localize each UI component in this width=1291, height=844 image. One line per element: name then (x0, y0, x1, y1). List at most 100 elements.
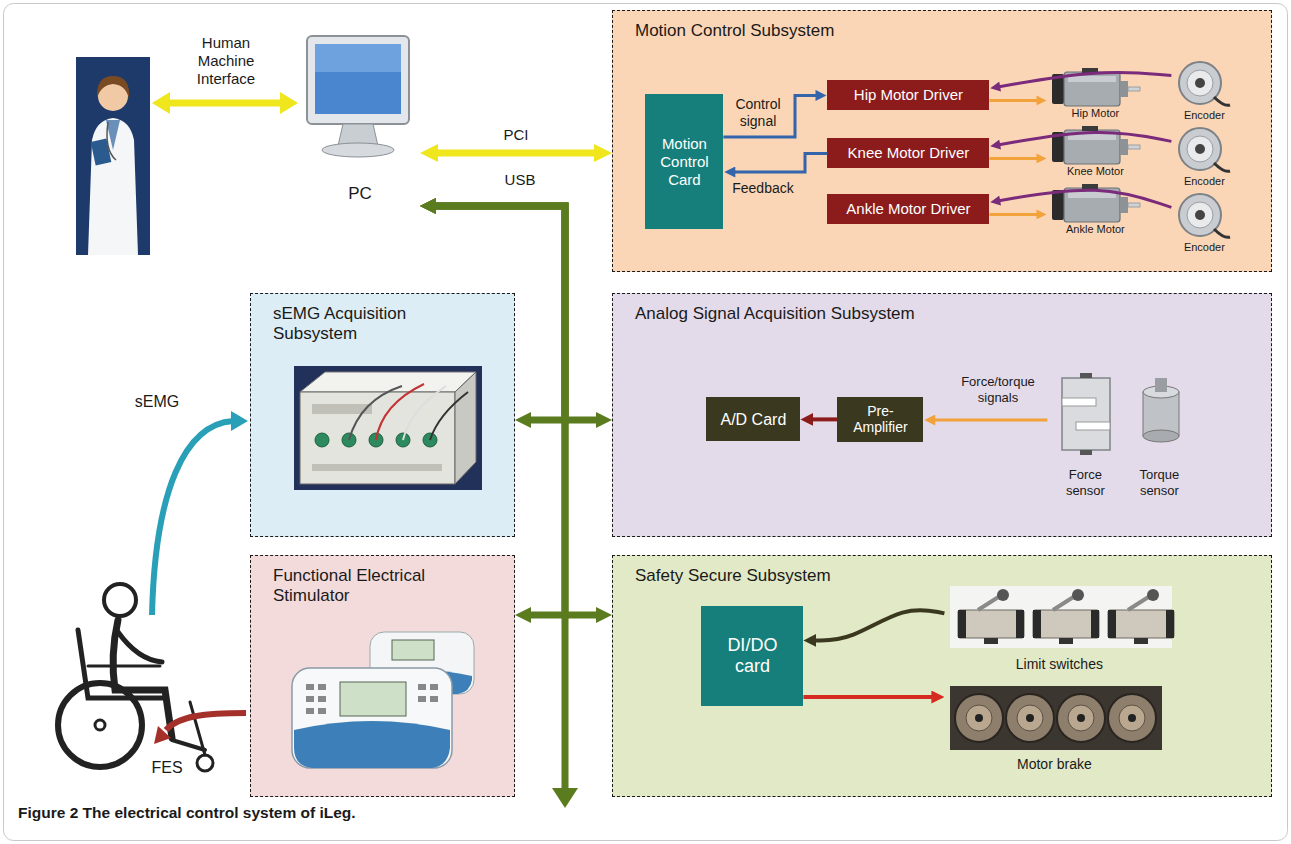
node-label: Ankle Motor Driver (846, 200, 970, 218)
motor-brake-pictures (950, 686, 1162, 750)
patient-in-wheelchair (197, 755, 213, 771)
fes-device-photo (340, 682, 406, 716)
subsystem-panel: Safety Secure SubsystemDI/DO card Limit s… (612, 555, 1272, 797)
node-label: Torque sensor (1129, 467, 1189, 498)
semg-device-photo (349, 386, 402, 440)
monitor-icon (307, 36, 409, 157)
hmi-double-arrow (280, 92, 298, 114)
patient-in-wheelchair (58, 683, 142, 767)
motor-brake-pictures (1006, 694, 1054, 742)
motor-icon: Hip Motor (1047, 63, 1143, 121)
sensor-pictures (1062, 398, 1096, 406)
patient-in-wheelchair (78, 630, 165, 698)
encoder-pictures (1179, 62, 1230, 237)
switch-icon: Limit switches (944, 583, 1174, 673)
motor-pictures (1052, 68, 1140, 222)
semg-device-photo (315, 433, 329, 447)
fes-device-photo (430, 684, 438, 690)
label-holder: USB (492, 171, 548, 189)
encoder-icon: Encoder (1171, 189, 1237, 255)
node-label: Knee Motor Driver (848, 144, 970, 162)
patient-in-wheelchair (104, 584, 136, 616)
limit-switch-pictures (950, 586, 1172, 648)
fes-device-photo (292, 632, 474, 768)
subsystem-panel: Functional Electrical Stimulator (250, 555, 515, 797)
panel-heading: Functional Electrical Stimulator (273, 566, 473, 607)
subsystem-panel: sEMG Acquisition Subsystem (250, 293, 515, 537)
node-label: Ankle Motor (1066, 223, 1125, 236)
signal-label: USB (492, 171, 548, 189)
encoder-icon: Encoder (1171, 57, 1237, 123)
doctor-figure (97, 76, 129, 99)
doctor-figure (106, 120, 120, 150)
doctor-figure (98, 81, 128, 111)
label-holder: sEMG (128, 392, 186, 411)
hmi-double-arrow (166, 100, 284, 107)
motor-pictures (1052, 68, 1140, 106)
fes-device-photo (292, 668, 452, 768)
card-box: DI/DO card (701, 606, 803, 706)
node-label: Encoder (1184, 175, 1225, 188)
fes-device-photo (370, 632, 474, 694)
semg-device-photo (396, 433, 410, 447)
motor-pictures (1052, 184, 1140, 222)
usb-bus-tail (552, 612, 578, 808)
limit-switch-pictures (950, 586, 1174, 648)
patient-in-wheelchair (88, 665, 160, 668)
subsystem-panel: Motion Control SubsystemMotion Control C… (612, 10, 1272, 272)
edge-label: Feedback (722, 180, 804, 197)
semg-signal-arrow (231, 411, 248, 431)
figure-frame (4, 4, 1288, 841)
card-box: Motion Control Card (645, 94, 723, 229)
fes-device-photo (294, 721, 450, 768)
panel-heading: Analog Signal Acquisition Subsystem (635, 304, 1055, 324)
motor-icon: Knee Motor (1047, 121, 1143, 179)
panel-heading: Safety Secure Subsystem (635, 566, 1055, 586)
motor-brake-pictures (1108, 694, 1156, 742)
sensor-pictures (1080, 450, 1092, 455)
hmi-double-arrow (152, 92, 298, 114)
panel-heading: Motion Control Subsystem (635, 21, 1055, 41)
fes-device-photo (418, 696, 426, 702)
doctor-figure (88, 118, 138, 255)
semg-device-photo (294, 366, 482, 490)
limit-switch-pictures (1033, 589, 1099, 644)
node-label: Hip Motor Driver (854, 86, 963, 104)
node-label: Knee Motor (1067, 165, 1124, 178)
sensor-icon: Force sensor (1047, 371, 1123, 499)
fes-signal-arrow (154, 713, 246, 744)
node-label: PC (348, 184, 372, 204)
sensor-pictures (1155, 378, 1167, 392)
fes-device-photo (306, 708, 314, 714)
figure-caption: Figure 2 The electrical control system o… (18, 804, 918, 823)
node-label: Hip Motor (1072, 107, 1120, 120)
doctor-figure (76, 57, 150, 255)
semg-signal-arrow (152, 421, 233, 615)
fes-device-photo (418, 684, 426, 690)
subsystem-panel: Analog Signal Acquisition SubsystemA/D C… (612, 293, 1272, 537)
caption-holder: Figure 2 The electrical control system o… (18, 804, 918, 823)
semg-device-photo (455, 372, 476, 484)
fes-device-photo (318, 684, 326, 690)
patient-in-wheelchair (190, 702, 205, 755)
semg-device-photo (300, 392, 455, 484)
fes-signal-arrow (154, 726, 171, 744)
monitor-icon (322, 143, 394, 157)
encoder-icon: Encoder (1171, 123, 1237, 189)
converter-box: A/D Card (706, 397, 800, 441)
signal-label: sEMG (128, 392, 186, 411)
label-holder: Feedback (722, 180, 804, 197)
hmi-double-arrow (152, 92, 170, 114)
node-label: Encoder (1184, 109, 1225, 122)
semg-device-photo (294, 366, 482, 490)
monitor-icon (307, 36, 409, 124)
semg-device-photo (312, 404, 372, 414)
usb-bus-tail (552, 788, 578, 808)
semg-device-photo (376, 384, 424, 440)
monitor-icon (338, 124, 378, 146)
node-label: Pre-Amplifier (845, 403, 915, 437)
encoder-pictures (1179, 128, 1230, 171)
driver-box: Hip Motor Driver (827, 80, 989, 110)
